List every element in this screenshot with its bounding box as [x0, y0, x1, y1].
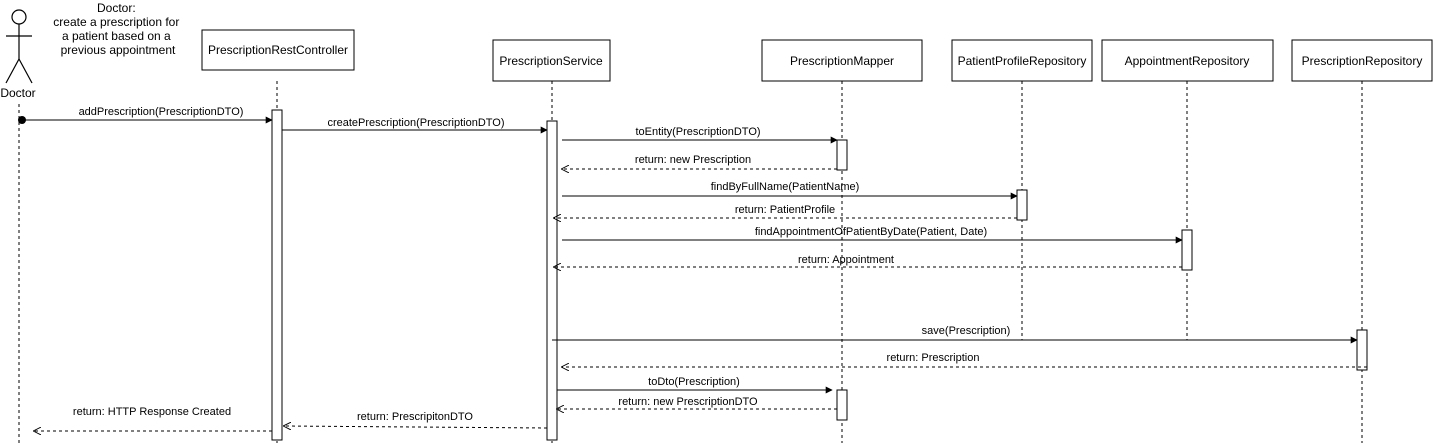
message-label: findAppointmentOfPatientByDate(Patient, … [755, 226, 987, 238]
participant-mapper: PrescriptionMapper [761, 39, 923, 82]
actor-note: Doctor: create a prescription for a pati… [53, 1, 182, 57]
message-label: return: new PrescriptionDTO [618, 396, 758, 408]
participant-label: PrescriptionService [499, 54, 603, 68]
message-label: return: HTTP Response Created [73, 406, 231, 418]
participant-label: PatientProfileRepository [958, 54, 1087, 68]
message-label: return: Appointment [798, 254, 894, 266]
message-label: return: new Prescription [635, 154, 751, 166]
message-label: findByFullName(PatientName) [711, 181, 860, 193]
participant-patient-repo: PatientProfileRepository [951, 39, 1093, 82]
participant-appointment-repo: AppointmentRepository [1101, 39, 1274, 82]
activation-prescription-repo [1356, 329, 1368, 371]
messages: addPrescription(PrescriptionDTO) createP… [22, 106, 1367, 431]
activation-appointment-repo [1181, 229, 1193, 271]
participant-label: AppointmentRepository [1125, 54, 1250, 68]
actor-note-line: a patient based on a [62, 29, 171, 43]
message-label: return: PrescripitonDTO [357, 411, 473, 423]
activation-patient-repo [1016, 189, 1028, 221]
participant-box [951, 39, 1093, 82]
message-label: save(Prescription) [922, 325, 1011, 337]
actor-doctor: Doctor [0, 9, 36, 100]
participant-controller: PrescriptionRestController [201, 29, 355, 71]
message-label: toEntity(PrescriptionDTO) [635, 126, 760, 138]
activation-service [546, 120, 558, 441]
message-label: toDto(Prescription) [648, 376, 740, 388]
activation-mapper-1 [836, 139, 848, 171]
message-label: createPrescription(PrescriptionDTO) [327, 117, 504, 129]
activation-controller [271, 109, 283, 441]
participant-box [492, 39, 611, 82]
message-label: return: Prescription [887, 352, 980, 364]
activations [271, 109, 1368, 441]
actor-note-line: create a prescription for [53, 15, 179, 29]
message-label: addPrescription(PrescriptionDTO) [79, 106, 244, 118]
participant-box [1291, 39, 1433, 82]
actor-note-line: Doctor: [97, 1, 136, 15]
actor-name: Doctor [0, 86, 35, 100]
actor-stick-figure-icon [5, 9, 33, 84]
participant-box [201, 29, 355, 71]
participant-service: PrescriptionService [492, 39, 611, 82]
message-label: return: PatientProfile [735, 204, 835, 216]
message-return-arrow [284, 426, 548, 428]
participant-label: PrescriptionRepository [1302, 54, 1423, 68]
participant-box [1101, 39, 1274, 82]
participant-box [761, 39, 923, 82]
activation-mapper-2 [836, 389, 848, 421]
participant-prescription-repo: PrescriptionRepository [1291, 39, 1433, 82]
actor-note-line: previous appointment [61, 43, 176, 57]
participant-label: PrescriptionMapper [790, 54, 894, 68]
participant-label: PrescriptionRestController [208, 43, 348, 57]
